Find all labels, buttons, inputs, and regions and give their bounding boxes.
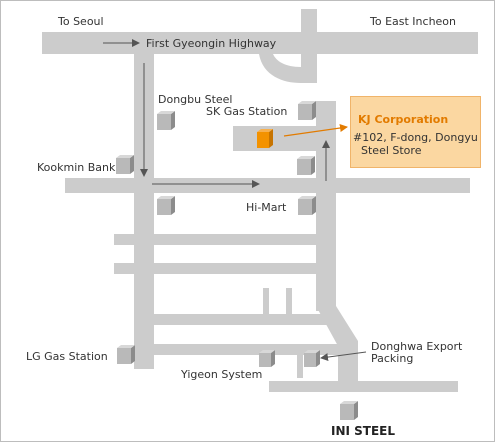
label-kookmin: Kookmin Bank [37, 161, 116, 174]
label-sk-gas: SK Gas Station [206, 105, 288, 118]
road-street-1 [114, 234, 316, 245]
road-bottom [269, 381, 458, 392]
label-ini-steel: INI STEEL [331, 424, 396, 438]
destination-address-line1: #102, F-dong, Dongyu [353, 131, 478, 144]
arrow-to-callout [283, 124, 348, 137]
label-lg-gas: LG Gas Station [26, 350, 108, 363]
road-stub-a [263, 288, 269, 314]
road-street-4 [154, 344, 338, 355]
road-street-3 [154, 314, 336, 325]
building-left-mid [157, 196, 175, 215]
label-highway: First Gyeongin Highway [146, 37, 277, 50]
building-ini-steel [340, 401, 358, 420]
label-donghwa-2: Packing [371, 352, 414, 365]
building-near-sk [297, 156, 315, 175]
destination-address-line2: Steel Store [361, 144, 422, 157]
building-yigeon [259, 350, 275, 367]
building-kookmin [116, 155, 134, 174]
building-sk-gas [298, 101, 316, 120]
label-to-east-incheon: To East Incheon [370, 15, 457, 28]
road-right-vertical [316, 101, 336, 311]
label-donghwa-1: Donghwa Export [371, 340, 463, 353]
direction-arrows [103, 39, 367, 362]
road-bottom-connector [338, 361, 358, 386]
label-yigeon: Yigeon System [181, 368, 263, 381]
road-main-horizontal [65, 178, 470, 193]
highway-ramp [259, 9, 317, 83]
arrow-to-donghwa [320, 351, 367, 362]
building-lg-gas [117, 345, 135, 364]
buildings [116, 101, 358, 420]
building-donghwa [304, 350, 320, 367]
highway-first-gyeongin [42, 32, 478, 54]
road-stub-b [286, 288, 292, 314]
destination-marker [257, 129, 273, 148]
road-left-vertical [134, 54, 154, 369]
road-street-2 [114, 263, 316, 274]
label-dongbu: Dongbu Steel [158, 93, 233, 106]
label-to-seoul: To Seoul [58, 15, 104, 28]
road-sk-driveway [233, 126, 316, 151]
building-himart [298, 196, 316, 215]
label-himart: Hi-Mart [246, 201, 287, 214]
destination-name: KJ Corporation [358, 113, 449, 126]
building-dongbu [157, 111, 175, 130]
destination-callout: KJ Corporation #102, F-dong, Dongyu Stee… [350, 96, 481, 168]
roads [42, 9, 478, 392]
road-stub-c [297, 355, 303, 378]
